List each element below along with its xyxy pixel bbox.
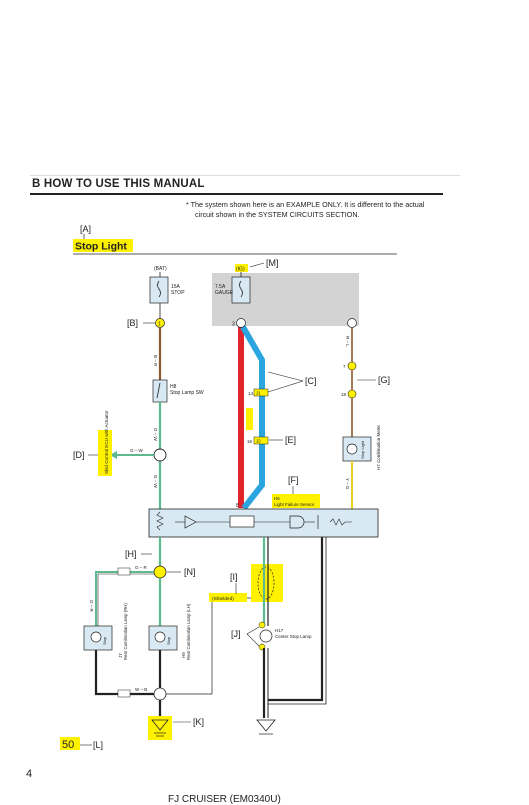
rear-lh-code: H9 <box>181 652 186 658</box>
diagram-title: Stop Light <box>75 241 127 253</box>
title-highlight <box>73 239 133 252</box>
wire-rl: R – L <box>345 336 350 347</box>
svg-text:B – R: B – R <box>153 355 158 367</box>
fuse-gauge-amp: 7.5A <box>215 284 226 290</box>
sensor-label-highlight <box>272 494 320 508</box>
shield-highlight <box>251 564 283 602</box>
note-line-1: * The system shown here is an EXAMPLE ON… <box>186 200 425 209</box>
svg-text:G – W: G – W <box>153 428 158 442</box>
ecu-label: Skid Control ECU with Actuator <box>104 410 109 474</box>
h6-code: H6 <box>274 496 280 501</box>
svg-text:G – W: G – W <box>153 475 158 489</box>
green-wire-rh <box>95 571 154 626</box>
connector-j2 <box>253 436 269 445</box>
rear-lh-name: Rear Combination Lamp (LH) <box>186 603 191 660</box>
stop-sw-name: Stop Lamp SW <box>170 390 204 396</box>
pin-3-connector <box>236 318 246 328</box>
stop-fuse <box>149 276 169 304</box>
blue-wire <box>240 325 265 510</box>
stop-light-warn: Stop Light <box>360 440 365 459</box>
pin-3: 3 <box>232 322 235 328</box>
center-name: Center Stop Lamp <box>275 634 312 639</box>
connector-j1 <box>253 388 269 397</box>
right-ground-wire <box>268 537 324 702</box>
shield-wire <box>211 597 258 694</box>
callout-c: [C] <box>305 376 317 386</box>
callout-l: [L] <box>93 740 103 750</box>
callout-k: [K] <box>193 717 204 727</box>
center-stop-lamp <box>259 629 273 643</box>
callout-m: [M] <box>266 258 279 268</box>
callout-g: [G] <box>378 375 390 385</box>
example-note: * The system shown here is an EXAMPLE ON… <box>186 200 448 220</box>
section-rule <box>30 193 443 195</box>
center-code: H17 <box>275 628 284 633</box>
top-divider <box>30 175 460 176</box>
ground-center <box>256 719 276 732</box>
connector-18 <box>347 389 357 399</box>
wire-gr-1: G – R <box>135 565 148 570</box>
page-ref-highlight <box>60 737 80 750</box>
wire-wb: W – B <box>135 687 147 692</box>
rear-rh-name: Rear Combination Lamp (RH) <box>123 603 128 660</box>
callout-n: [N] <box>184 567 196 577</box>
wire-gw: G – W <box>130 448 144 453</box>
rear-lamp-lh <box>148 625 178 651</box>
conn-14: 14 <box>248 391 254 396</box>
wire-yg: Y – G <box>345 478 350 490</box>
fuse-stop-amp: 15A <box>171 284 181 290</box>
wire-gr-2: G – R <box>89 600 94 613</box>
ground-junction <box>153 687 167 701</box>
callout-f: [F] <box>288 475 299 485</box>
combo-meter-label: H7 Combination Meter <box>376 424 381 470</box>
stop-sw-code: H8 <box>170 384 177 390</box>
junction-d <box>153 448 167 462</box>
conn-16: 16 <box>247 439 253 444</box>
pin-bat: 1 <box>158 322 161 328</box>
stop-rh: Stop <box>102 636 107 645</box>
connector-7 <box>347 361 357 371</box>
stop-lh: Stop <box>166 636 171 645</box>
conn-j2: J2 <box>256 439 261 444</box>
ground-k-symbol <box>151 719 169 731</box>
gauge-fuse <box>231 276 251 304</box>
callout-b: [B] <box>127 318 138 328</box>
page-ref: 50 <box>62 739 74 751</box>
bat-label: (BAT) <box>154 266 167 272</box>
ecu-highlight <box>98 430 112 476</box>
conn-j1: J1 <box>256 391 261 396</box>
callout-a: [A] <box>80 224 91 234</box>
section-title: B HOW TO USE THIS MANUAL <box>32 178 205 190</box>
conn-18: 18 <box>341 392 347 397</box>
fuse-gauge-name: GAUGE <box>215 290 234 296</box>
pin-8: 8 <box>236 503 239 509</box>
note-line-2: circuit shown in the SYSTEM CIRCUITS SEC… <box>195 210 360 219</box>
h6-name: Light Failure Sensor <box>274 502 315 507</box>
light-failure-sensor <box>148 508 379 538</box>
fuse-stop-name: STOP <box>171 290 185 296</box>
callout-j: [J] <box>231 629 241 639</box>
callout-h: [H] <box>125 549 137 559</box>
shielded-label: (Shielded) <box>212 596 234 602</box>
connector-b <box>155 318 165 328</box>
callout-i: [I] <box>230 572 238 582</box>
junction-n <box>153 565 167 579</box>
ig-label: (IG) <box>236 267 245 273</box>
page-footer: FJ CRUISER (EM0340U) <box>168 794 281 805</box>
callout-d: [D] <box>73 450 85 460</box>
callout-e: [E] <box>285 435 296 445</box>
rear-rh-code: J7 <box>118 653 123 658</box>
page-number: 4 <box>26 768 33 780</box>
ground-wire-rh <box>94 650 154 696</box>
conn-7: 7 <box>343 364 346 369</box>
